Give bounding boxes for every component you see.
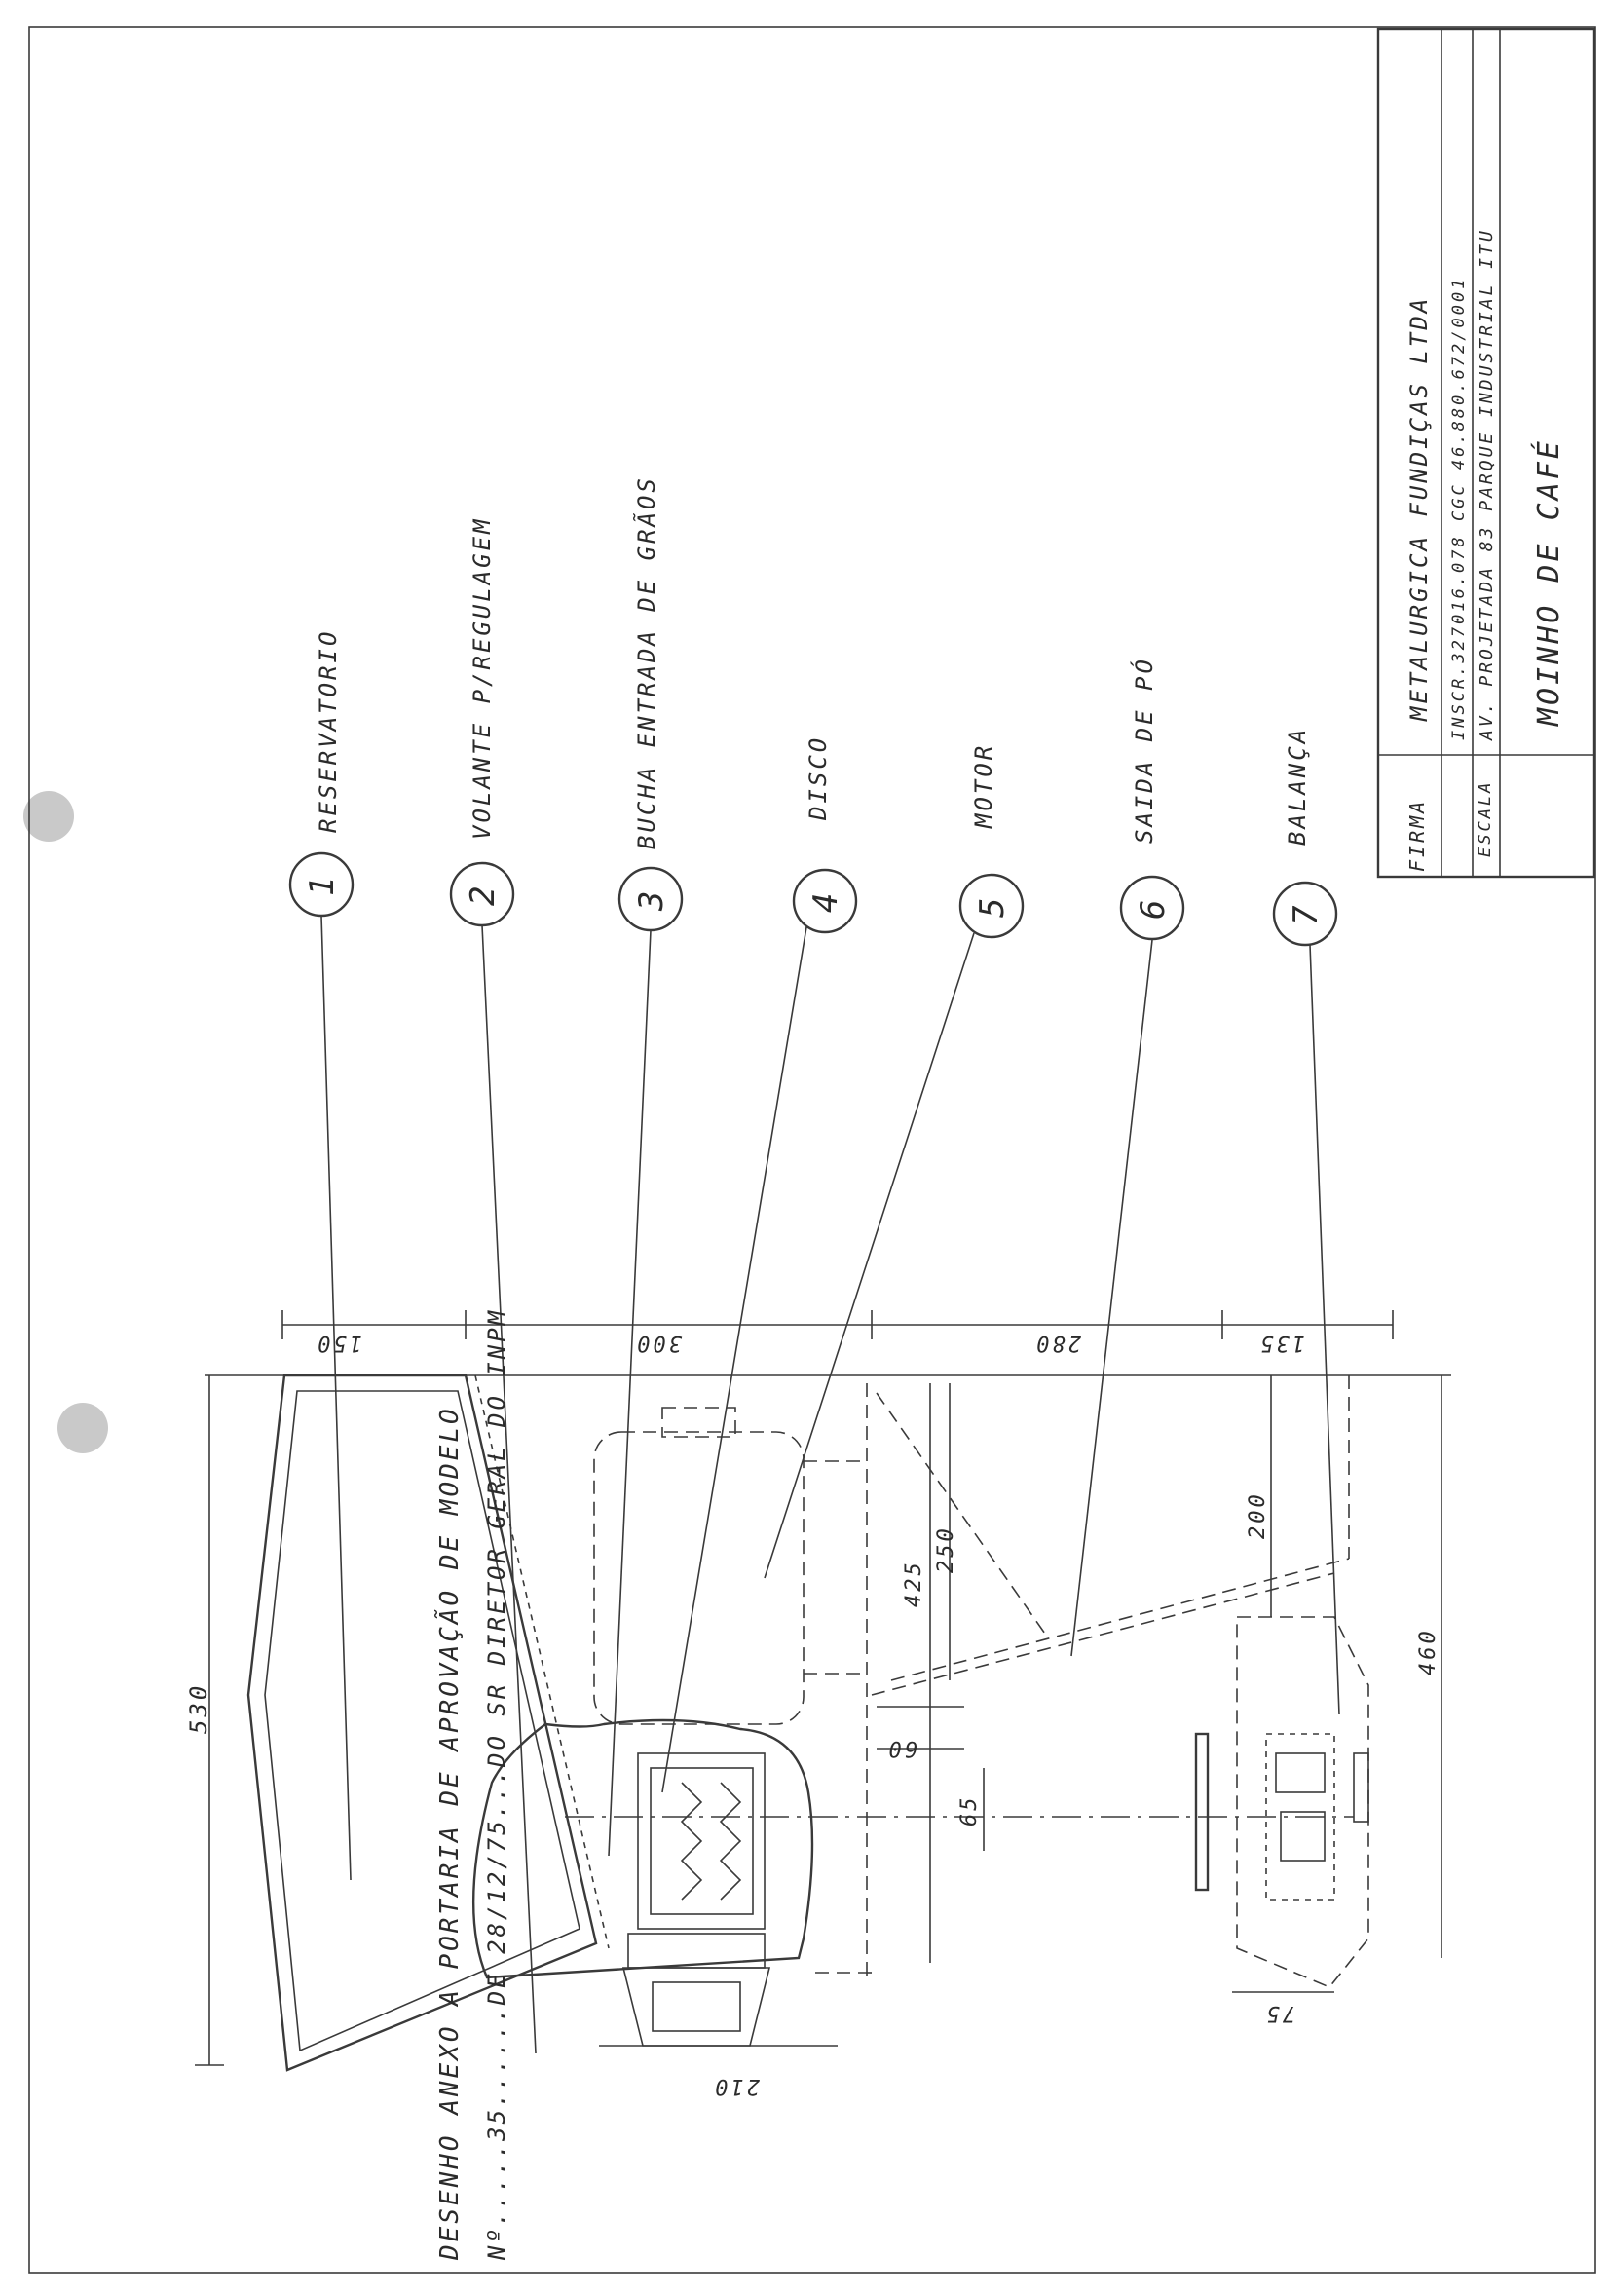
part-callout-7: 7 BALANÇA	[1272, 727, 1338, 947]
title-block: FIRMA METALURGICA FUNDIÇAS LTDA INSCR.32…	[1376, 27, 1596, 879]
part-label-5: MOTOR	[970, 743, 997, 829]
coffee-mill-section-drawing	[205, 1374, 1451, 2072]
sheet-border	[28, 26, 1596, 2274]
dim-150: 150	[315, 1331, 362, 1355]
company-name: METALURGICA FUNDIÇAS LTDA	[1405, 296, 1433, 722]
dim-530: 530	[185, 1683, 212, 1734]
part-number-7: 7	[1287, 903, 1326, 925]
firma-label: FIRMA	[1405, 799, 1429, 872]
part-number-1: 1	[303, 874, 342, 896]
motor-housing	[593, 1407, 867, 1725]
part-label-7: BALANÇA	[1284, 727, 1311, 846]
outlet-chute	[813, 1375, 1350, 1977]
part-labels: 1 RESERVATORIO 2 VOLANTE P/REGULAGEM 3 B…	[288, 475, 1338, 947]
dim-300: 300	[634, 1331, 683, 1355]
binder-hole-bottom	[57, 1403, 108, 1453]
dim-135: 135	[1257, 1331, 1305, 1355]
part-callout-4: 4 DISCO	[792, 735, 858, 934]
part-number-4: 4	[806, 890, 845, 913]
balance-assembly	[1194, 1616, 1369, 1988]
grinding-chamber	[471, 1718, 814, 2047]
binder-hole-top	[23, 791, 74, 842]
address: AV. PROJETADA 83 PARQUE INDUSTRIAL ITU	[1477, 228, 1497, 741]
annex-note: DESENHO ANEXO A PORTARIA DE APROVAÇÃO DE…	[433, 1308, 510, 2261]
leader-lines	[320, 915, 1340, 2054]
dim-250: 250	[934, 1525, 958, 1573]
part-number-2: 2	[464, 884, 503, 906]
reservoir-hopper	[246, 1374, 610, 2072]
dim-425: 425	[902, 1560, 926, 1607]
annex-note-line-2: Nº.....35......DE 28/12/75...DO SR DIRET…	[483, 1308, 510, 2261]
dim-75: 75	[1264, 2001, 1296, 2025]
dim-65: 65	[957, 1795, 982, 1827]
part-callout-6: 6 SAIDA DE PÓ	[1119, 657, 1185, 941]
part-callout-1: 1 RESERVATORIO	[288, 629, 355, 918]
dim-60: 60	[886, 1736, 918, 1760]
part-callout-3: 3 BUCHA ENTRADA DE GRÃOS	[617, 475, 684, 932]
registration-number: INSCR.327016.078 CGC 46.880.672/0001	[1449, 277, 1469, 740]
part-number-5: 5	[973, 895, 1012, 918]
part-number-6: 6	[1134, 897, 1173, 920]
dimension-labels: 150 300 280 135 530 425 250 200 460 60 6…	[185, 1331, 1441, 2098]
part-callout-5: 5 MOTOR	[958, 743, 1025, 939]
dim-280: 280	[1033, 1331, 1081, 1355]
dimension-lines	[195, 1310, 1442, 2066]
part-label-2: VOLANTE P/REGULAGEM	[468, 516, 496, 840]
dim-200: 200	[1246, 1491, 1270, 1539]
annex-note-line-1: DESENHO ANEXO A PORTARIA DE APROVAÇÃO DE…	[433, 1406, 465, 2261]
part-number-3: 3	[632, 888, 671, 912]
part-label-3: BUCHA ENTRADA DE GRÃOS	[631, 475, 660, 849]
escala-label: ESCALA	[1476, 780, 1495, 857]
part-callout-2: 2 VOLANTE P/REGULAGEM	[449, 516, 515, 927]
dim-210: 210	[712, 2074, 760, 2098]
part-label-6: SAIDA DE PÓ	[1129, 657, 1158, 844]
part-label-1: RESERVATORIO	[315, 629, 342, 833]
drawing-title: MOINHO DE CAFÉ	[1531, 438, 1566, 727]
dim-460: 460	[1416, 1628, 1441, 1675]
part-label-4: DISCO	[804, 735, 832, 821]
